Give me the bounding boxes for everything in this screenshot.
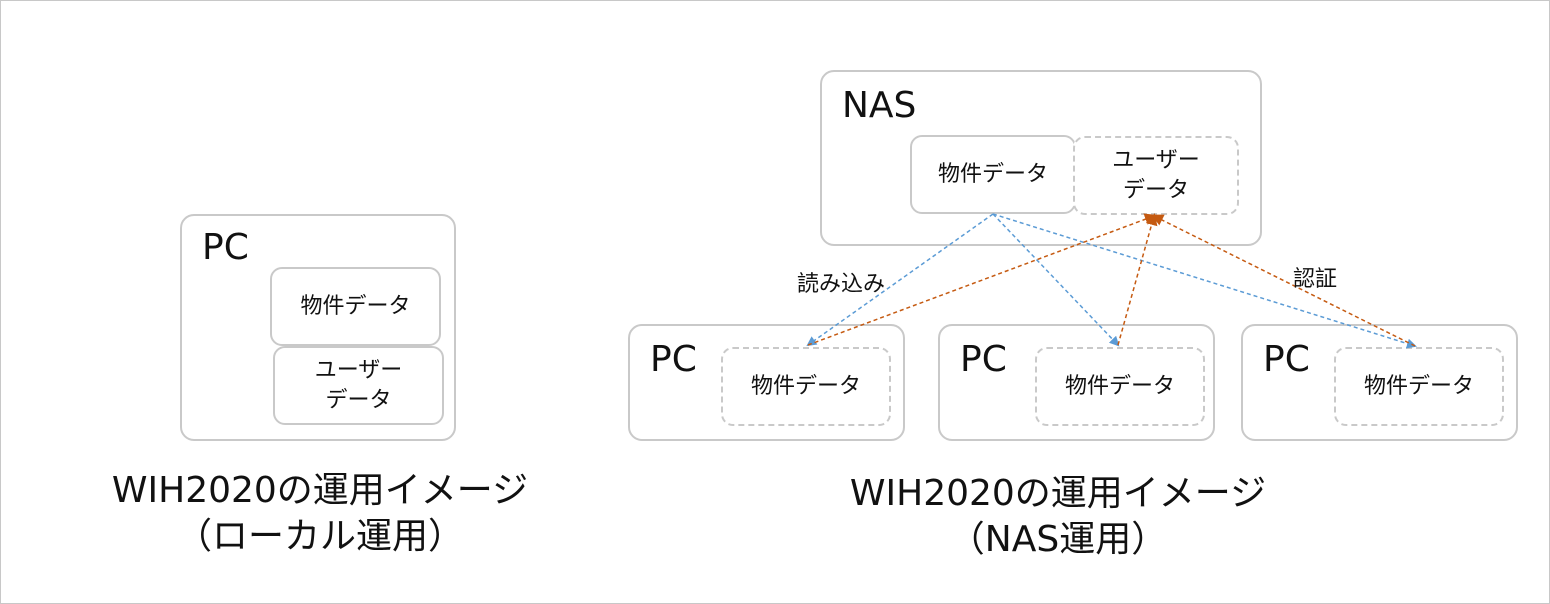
read-label: 読み込み: [797, 272, 886, 297]
nas-user-data-box: ユーザー データ: [1073, 136, 1239, 215]
nas-label: NAS: [842, 85, 917, 126]
local-property-data-label: 物件データ: [300, 293, 411, 319]
local-pc-label: PC: [202, 227, 249, 268]
local-caption: WIH2020の運用イメージ （ローカル運用）: [111, 470, 529, 557]
nas-user-data-label: ユーザー データ: [1112, 147, 1200, 203]
nas-pc-data-box-3: 物件データ: [1334, 347, 1504, 426]
nas-pc-data-label-2: 物件データ: [1064, 373, 1175, 399]
nas-property-data-box: 物件データ: [910, 135, 1076, 214]
nas-pc-label-1: PC: [650, 339, 697, 380]
read-arrow-3: [992, 213, 1417, 349]
nas-caption: WIH2020の運用イメージ （NAS運用）: [849, 473, 1267, 560]
local-user-data-label: ユーザー データ: [314, 357, 403, 413]
auth-arrow-3: [1151, 214, 1416, 347]
auth-arrow-2: [1117, 213, 1158, 346]
nas-property-data-label: 物件データ: [937, 161, 1048, 187]
nas-pc-label-3: PC: [1263, 339, 1310, 380]
local-property-data-box: 物件データ: [270, 267, 441, 346]
read-arrow-1: [806, 213, 994, 347]
nas-pc-data-label-3: 物件データ: [1363, 373, 1474, 399]
nas-pc-data-label-1: 物件データ: [750, 373, 861, 399]
local-user-data-box: ユーザー データ: [273, 346, 444, 425]
read-arrow-2: [992, 213, 1120, 347]
nas-pc-label-2: PC: [960, 339, 1007, 380]
auth-label: 認証: [1293, 267, 1338, 292]
auth-arrow-1: [807, 213, 1157, 346]
nas-pc-data-box-1: 物件データ: [721, 347, 891, 426]
nas-pc-data-box-2: 物件データ: [1035, 347, 1205, 426]
